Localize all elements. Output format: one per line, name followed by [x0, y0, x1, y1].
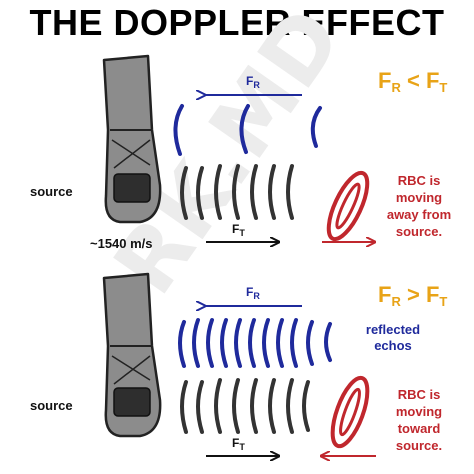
rbc-bottom: [330, 375, 370, 449]
speed-label: ~1540 m/s: [90, 236, 153, 251]
reflected-waves-top: [173, 104, 322, 156]
source-label-bottom: source: [30, 398, 73, 413]
rbc-caption-line: moving: [395, 404, 443, 419]
rbc-caption-line: source.: [395, 438, 443, 453]
reflected-echos-caption: reflected echos: [348, 322, 438, 354]
rbc-caption-bottom: RBC is moving toward source.: [376, 386, 462, 454]
rbc-top: [326, 170, 370, 242]
rbc-caption-line: source.: [395, 224, 443, 239]
page-title: THE DOPPLER EFFECT: [29, 2, 445, 43]
source-label-top: source: [30, 184, 73, 199]
frequency-comparison-top: FR < FT: [378, 68, 448, 95]
transmitted-waves-top: [180, 164, 294, 220]
rbc-caption-line: moving: [395, 190, 443, 205]
rbc-caption-line: away from: [386, 207, 452, 222]
rbc-caption-line: RBC is: [397, 387, 441, 402]
probe-bottom: [102, 272, 162, 438]
frequency-comparison-bottom: FR > FT: [378, 282, 448, 309]
transmitted-waves-bottom: [180, 378, 310, 434]
rbc-caption-line: toward: [397, 421, 441, 436]
reflected-caption-line: reflected: [365, 322, 421, 337]
ft-label-bottom: FT: [232, 436, 245, 452]
rbc-caption-top: RBC is moving away from source.: [376, 172, 462, 240]
fr-label-bottom: FR: [246, 285, 260, 301]
ft-label-top: FT: [232, 222, 245, 238]
rbc-caption-line: RBC is: [397, 173, 441, 188]
probe-top: [102, 54, 162, 224]
reflected-waves-bottom: [178, 318, 332, 368]
fr-label-top: FR: [246, 74, 260, 90]
reflected-caption-line: echos: [374, 338, 412, 353]
